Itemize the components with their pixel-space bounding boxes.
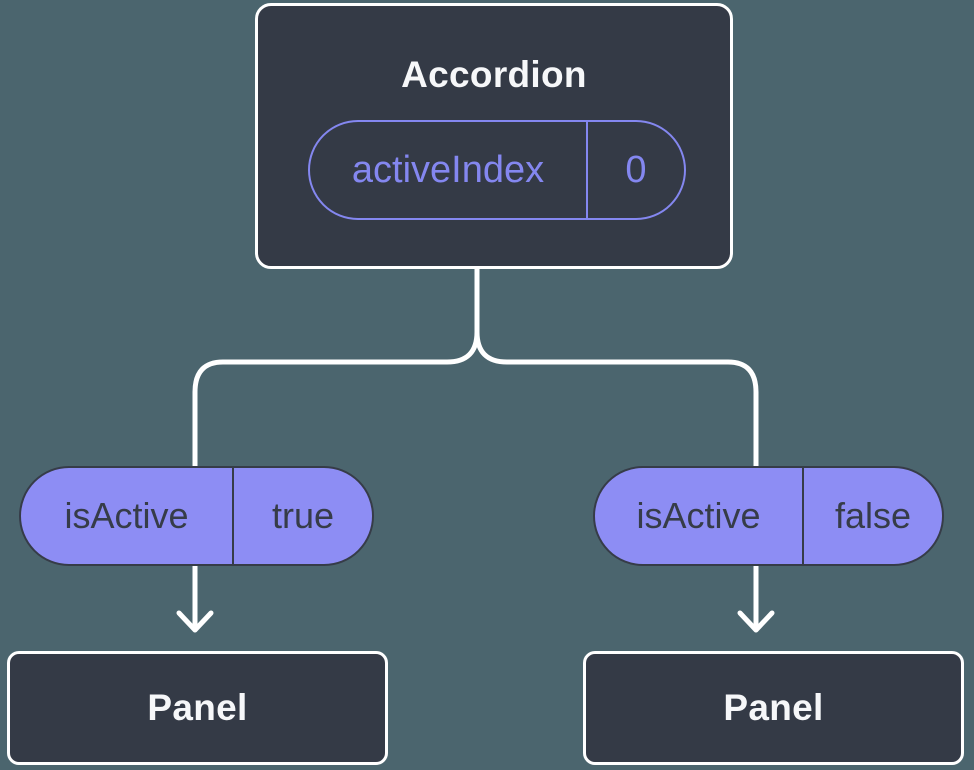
prop-name: isActive (636, 495, 761, 536)
is-active-pill-false: isActive false (593, 466, 944, 566)
node-title: Panel (147, 687, 248, 728)
connector-left-branch (192, 264, 480, 483)
pill-divider (802, 468, 804, 564)
arrow-down-icon (737, 610, 775, 633)
is-active-pill-true: isActive true (19, 466, 374, 566)
active-index-pill: activeIndex 0 (308, 120, 686, 220)
arrow-down-icon (176, 610, 214, 633)
prop-value: 0 (625, 148, 647, 191)
pill-divider (586, 122, 588, 218)
prop-value: true (271, 495, 335, 536)
panel-node-left: Panel (7, 651, 388, 765)
connector-right-branch (474, 264, 759, 483)
accordion-node: Accordion activeIndex 0 (255, 3, 733, 269)
node-title: Accordion (401, 54, 587, 95)
prop-name: activeIndex (351, 148, 545, 191)
prop-name: isActive (64, 495, 189, 536)
panel-node-right: Panel (583, 651, 964, 765)
node-title: Panel (723, 687, 824, 728)
prop-value: false (834, 495, 912, 536)
pill-divider (232, 468, 234, 564)
